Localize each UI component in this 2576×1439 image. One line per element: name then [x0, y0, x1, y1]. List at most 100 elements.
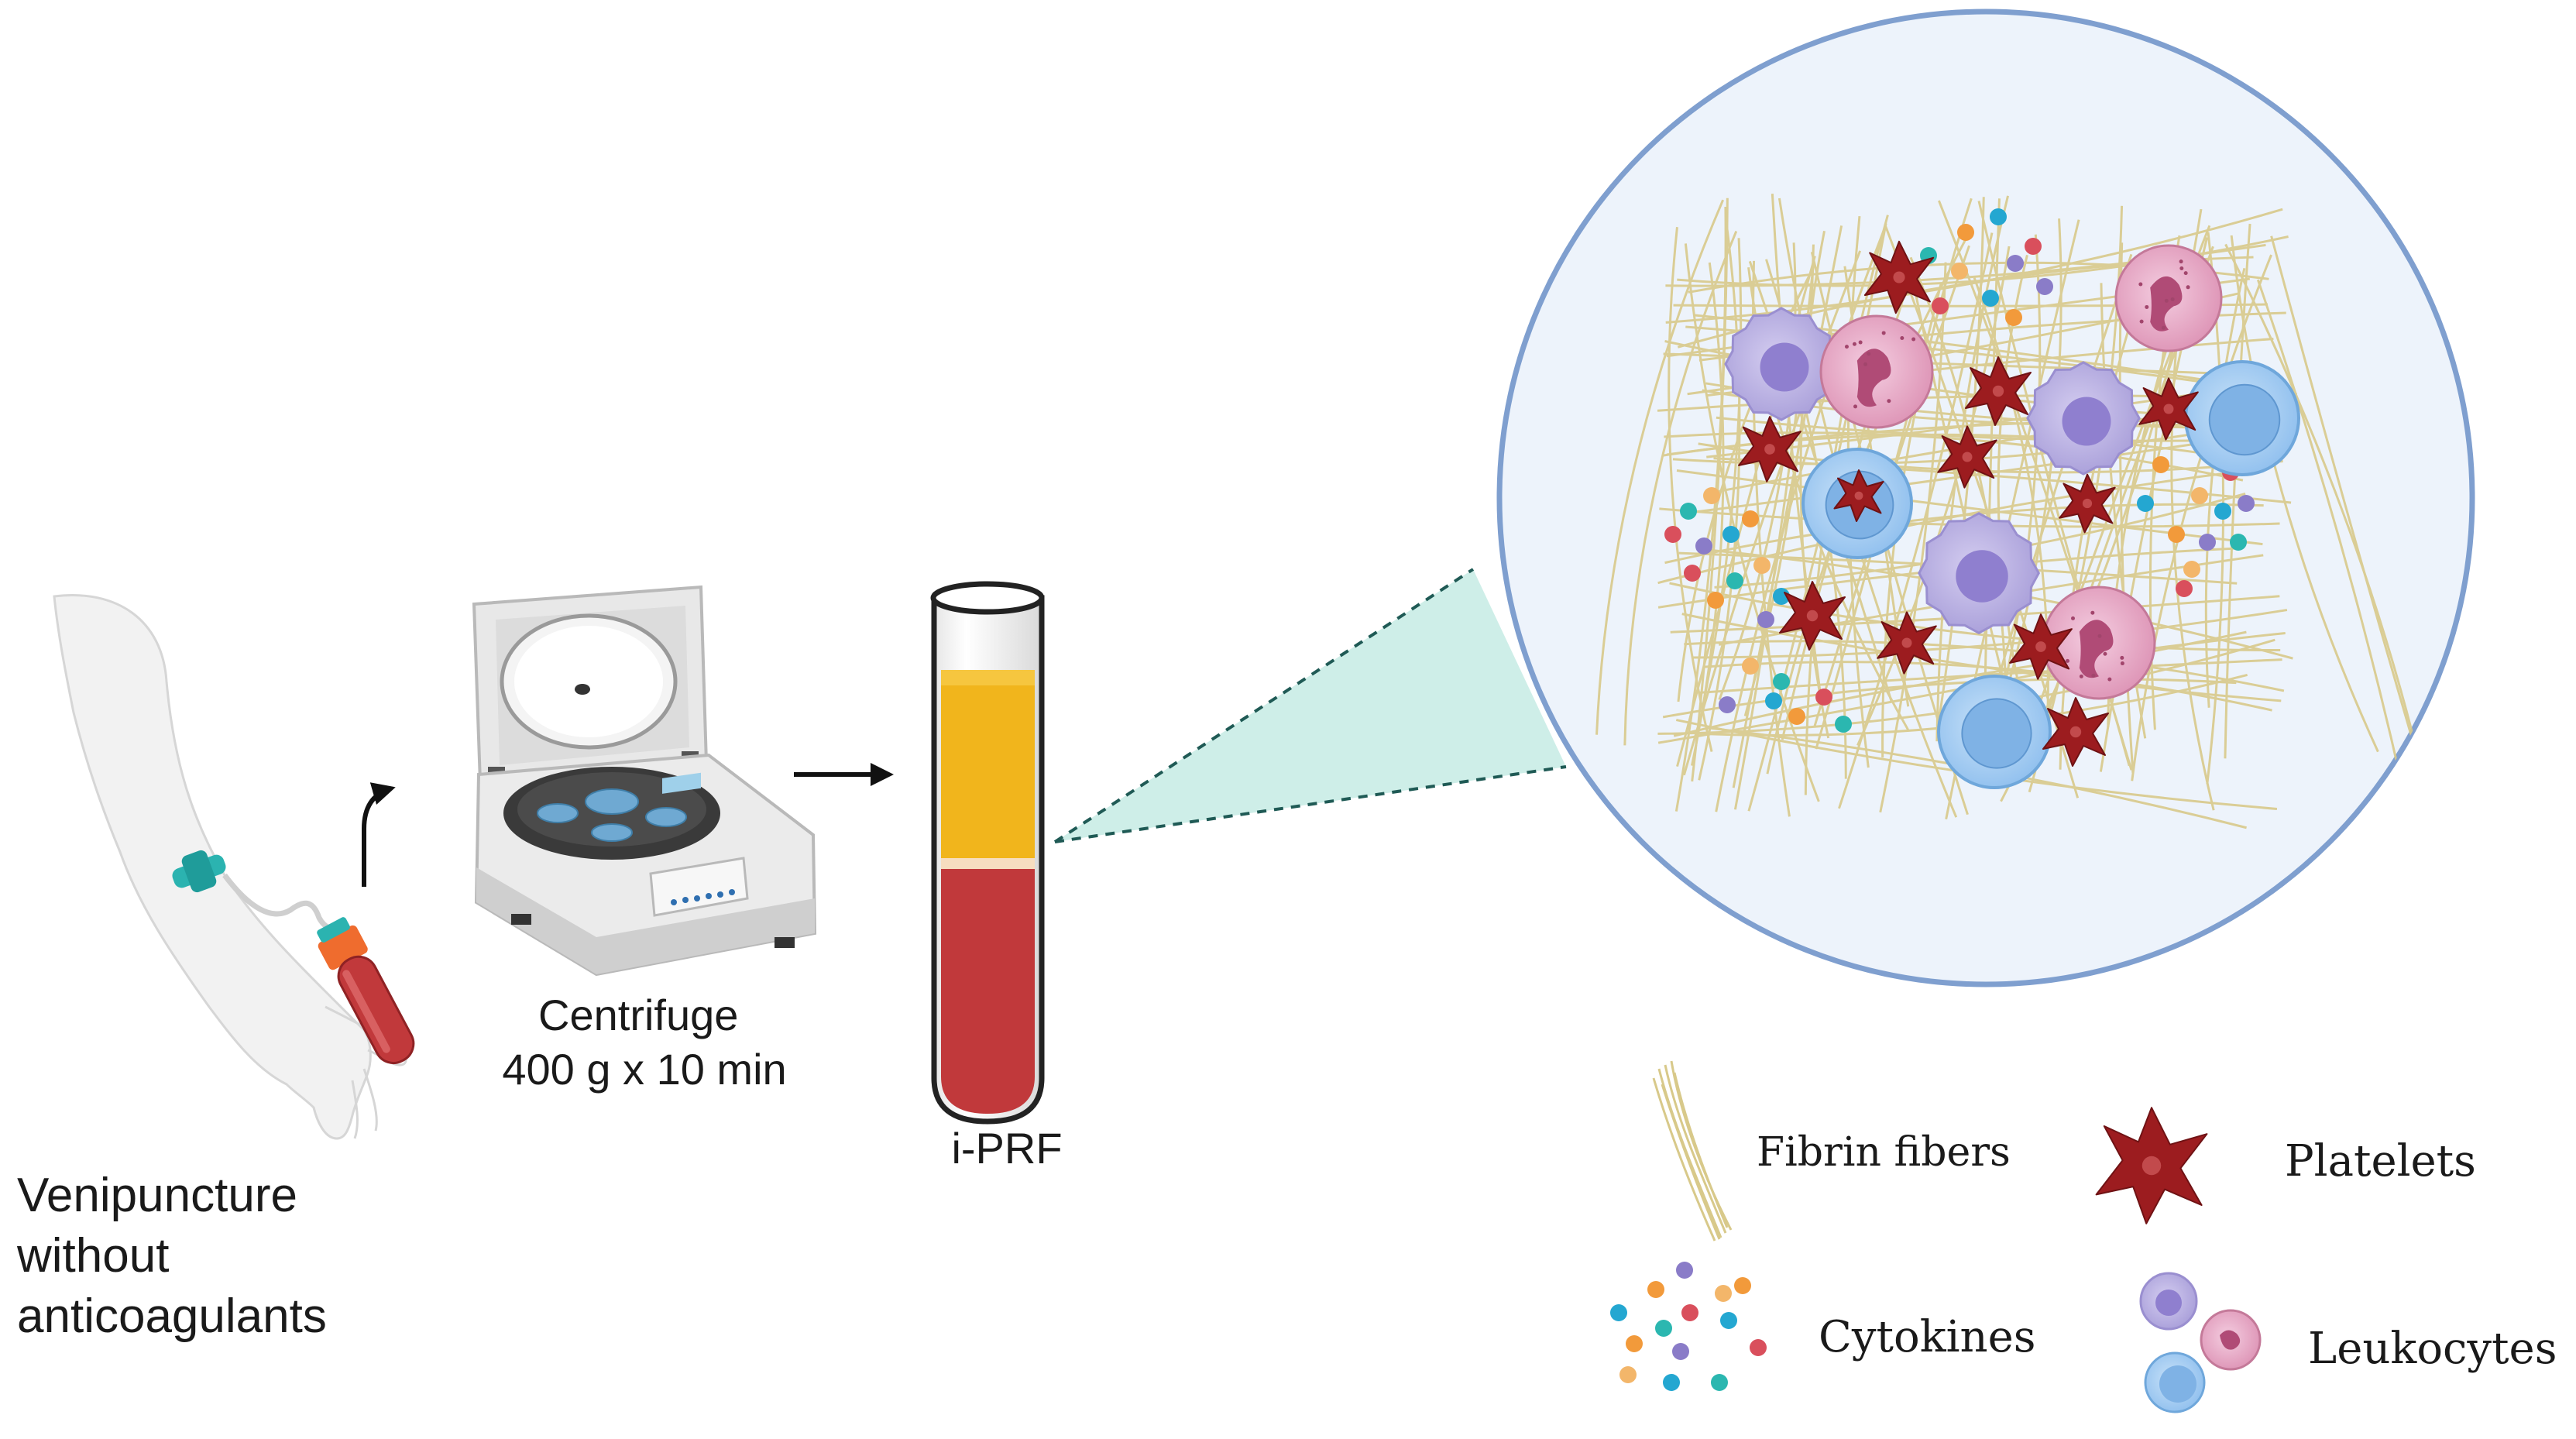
- legend-cytokines-label: Cytokines: [1819, 1312, 2036, 1362]
- cytokine-dot: [2137, 495, 2154, 512]
- zoom-cone: [1055, 569, 1566, 842]
- cytokine-dot: [1765, 692, 1782, 709]
- monocyte: [1724, 307, 1839, 421]
- i-prf-tube: [930, 581, 1045, 1125]
- cytokine-dot: [1707, 592, 1724, 609]
- platelet: [1863, 240, 1935, 314]
- legend-cytokine-dot: [1619, 1366, 1637, 1383]
- legend-platelets-label: Platelets: [2285, 1136, 2476, 1187]
- cytokine-dot: [2007, 255, 2024, 272]
- legend-cytokine-dot: [1610, 1304, 1627, 1321]
- cytokines-icon: [1610, 1262, 1767, 1391]
- fibrin-strand: [1799, 230, 1830, 739]
- fibrin-strand: [1703, 238, 1743, 699]
- platelet: [1937, 425, 1997, 489]
- fibrin-strand: [2224, 243, 2424, 776]
- platelet: [2009, 613, 2073, 680]
- legend-cytokine-dot: [1676, 1262, 1693, 1279]
- platelet: [1965, 356, 2032, 426]
- fibrin-strand: [1677, 235, 2289, 287]
- venipuncture-label: Venipuncture without anticoagulants: [16, 1169, 327, 1343]
- legend-cytokine-dot: [1750, 1339, 1767, 1356]
- cytokine-dot: [2152, 456, 2169, 473]
- legend-cytokine-dot: [1663, 1374, 1680, 1391]
- fibrin-strand: [1673, 632, 2286, 737]
- legend-cytokine-dot: [1655, 1320, 1672, 1337]
- platelet: [2042, 697, 2109, 767]
- platelet: [1877, 611, 1937, 675]
- leukocytes-icon: [2139, 1272, 2262, 1413]
- platelet-icon: [2095, 1107, 2208, 1224]
- fibrin-strand: [1692, 609, 2288, 659]
- legend-cytokine-dot: [1720, 1312, 1737, 1329]
- cytokine-dot: [1719, 696, 1736, 713]
- cytokine-dot: [1957, 224, 1974, 241]
- cytokine-dot: [1951, 263, 1968, 280]
- fibrin-strand: [2230, 235, 2379, 753]
- fibrin-strand: [1595, 199, 1725, 735]
- monocyte: [2026, 361, 2141, 476]
- fibrin-fibers-icon: [1652, 1060, 1733, 1242]
- fibrin-strand: [2131, 254, 2272, 781]
- cytokine-dot: [1757, 611, 1774, 628]
- fibrin-strand: [1669, 582, 2281, 652]
- cytokine-dot: [2199, 534, 2216, 551]
- cytokine-dot: [1835, 716, 1852, 733]
- fibrin-strand: [2204, 267, 2246, 708]
- cytokine-dot: [1982, 290, 1999, 307]
- neutrophil: [2042, 586, 2156, 700]
- i-prf-label: i-PRF: [951, 1124, 1062, 1173]
- collection-tube: [317, 917, 415, 1065]
- legend-fibrin-label: Fibrin fibers: [1757, 1129, 2011, 1176]
- cytokine-dot: [2238, 495, 2255, 512]
- platelet: [2138, 377, 2199, 441]
- fibrin-strand: [1623, 231, 1738, 746]
- cytokine-dot: [1722, 526, 1740, 543]
- fibrin-strand: [1681, 613, 2282, 702]
- neutrophil: [2114, 244, 2223, 352]
- cytokine-dot: [1788, 708, 1805, 725]
- legend-cytokine-dot: [1734, 1277, 1751, 1294]
- cytokine-dot: [2191, 487, 2208, 504]
- plasma-layer: [941, 670, 1035, 860]
- platelet-cluster: [1738, 240, 2199, 767]
- cytokine-dot: [1664, 526, 1681, 543]
- cytokine-dot: [2183, 561, 2200, 578]
- legend-platelet-shape: [2095, 1107, 2208, 1224]
- cytokine-dot: [1695, 537, 1712, 555]
- red-cell-layer: [941, 869, 1035, 1114]
- legend-cytokine-dot: [1626, 1335, 1643, 1352]
- cytokine-dot: [1742, 658, 1759, 675]
- fibrin-strand: [1684, 640, 2285, 692]
- platelet: [1738, 416, 1801, 483]
- fibrin-strand: [1715, 225, 1887, 812]
- legend: Fibrin fibers Platelets Cytokines Leukoc…: [1610, 1060, 2557, 1413]
- cytokine-dot: [1815, 689, 1832, 706]
- fibrin-strand: [1698, 222, 1741, 781]
- fibrin-strand: [1716, 416, 2241, 442]
- legend-cytokine-dot: [1715, 1285, 1732, 1302]
- platelet: [1779, 581, 1846, 651]
- fibrin-strand: [1879, 262, 1947, 813]
- neutrophil: [1819, 314, 1934, 429]
- fibrin-strand: [2256, 279, 2405, 790]
- curved-arrow: [362, 782, 396, 887]
- platelet: [2059, 473, 2116, 534]
- legend-cytokine-dot: [1647, 1281, 1664, 1298]
- cytokine-dot: [1773, 673, 1790, 690]
- cytokine-dot: [1773, 588, 1790, 605]
- cytokine-dot: [2230, 534, 2247, 551]
- cytokine-cluster: [1664, 208, 2255, 733]
- cytokine-dot: [2176, 580, 2193, 597]
- centrifuge-illustration: [472, 585, 817, 977]
- arm-illustration: [53, 594, 415, 1140]
- buffy-coat: [941, 858, 1035, 869]
- fibrin-strand: [1662, 678, 2237, 719]
- monocyte: [1918, 512, 2041, 635]
- cytokine-dot: [1684, 565, 1701, 582]
- fibrin-strand: [1664, 503, 2264, 565]
- cytokine-dot: [1990, 208, 2007, 225]
- fibrin-strand: [1657, 630, 2247, 744]
- cytokine-dot: [1680, 503, 1697, 520]
